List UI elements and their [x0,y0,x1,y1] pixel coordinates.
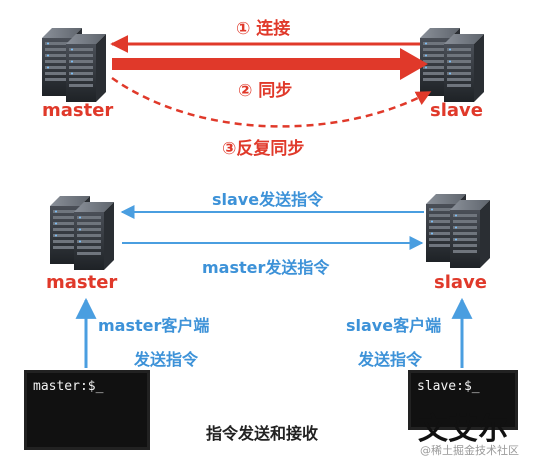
slave-label-top: slave [430,100,483,121]
slave-client-send-label: 发送指令 [358,350,423,369]
slave-send-label: slave发送指令 [212,190,324,209]
slave-server-icon-bottom [426,194,490,268]
master-client-send-label: 发送指令 [134,350,199,369]
watermark-big-text: 文艾尔 [418,412,508,447]
slave-client-label: slave客户端 [346,316,442,335]
slave-label-bottom: slave [434,272,487,293]
master-terminal-prompt: master:$_ [33,379,104,394]
slave-terminal-prompt: slave:$_ [417,379,480,394]
step1-label: ① 连接 [236,19,291,39]
slave-terminal[interactable]: slave:$_ [408,370,518,430]
caption: 指令发送和接收 [206,424,319,443]
watermark-small-text: @稀土掘金技术社区 [420,444,519,457]
master-terminal[interactable]: master:$_ [24,370,150,450]
master-send-label: master发送指令 [202,258,330,277]
master-label-top: master [42,100,114,121]
master-label-bottom: master [46,272,118,293]
sync-arrow [112,48,428,80]
step2-label: ② 同步 [238,81,293,101]
repeat-sync-arrow [111,76,432,128]
step3-label: ③反复同步 [222,139,305,159]
master-server-icon-bottom [50,196,114,270]
slave-server-icon [420,28,484,102]
master-server-icon [42,28,106,102]
master-client-label: master客户端 [98,316,210,335]
